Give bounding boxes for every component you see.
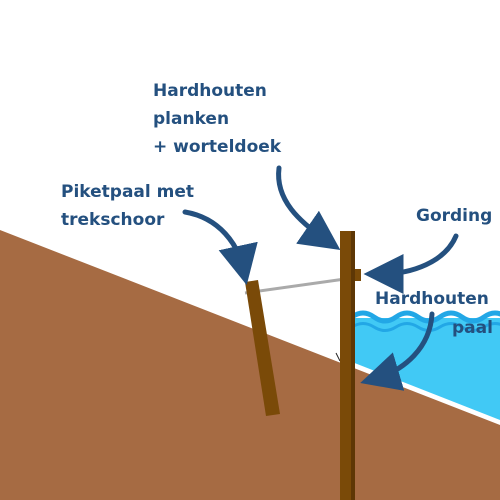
- waling-block: [355, 269, 361, 281]
- arrow-paal-icon: [360, 311, 435, 391]
- hardwood-planks: [316, 352, 340, 361]
- hardwood-post-shade: [351, 231, 355, 500]
- label-gording: Gording: [416, 206, 492, 226]
- ground: [0, 230, 500, 500]
- water: [352, 318, 500, 420]
- anchor-post: [245, 280, 280, 416]
- arrow-gording-icon: [363, 233, 459, 294]
- label-paal: Hardhouten paal: [375, 289, 495, 338]
- arrow-planken-icon: [276, 165, 341, 250]
- plank-edge: [335, 352, 341, 362]
- label-piketpaal: Piketpaal met trekschoor: [61, 182, 200, 230]
- label-planken: Hardhouten planken + worteldoek: [153, 81, 282, 157]
- arrow-piketpaal-icon: [182, 209, 258, 286]
- tie-rod: [244, 277, 346, 295]
